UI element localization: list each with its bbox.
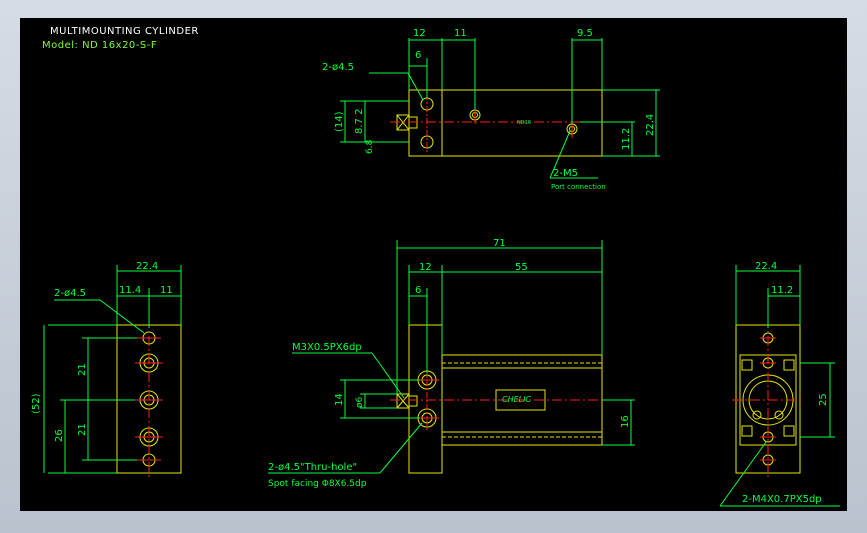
top-body	[441, 89, 603, 157]
right-dim-25: 25	[818, 393, 829, 406]
left-dim-11: 11	[160, 285, 173, 296]
left-hole-label: 2-ø4.5	[54, 288, 86, 299]
top-dim-22-4: 22.4	[645, 114, 656, 136]
technical-drawing: 12 11 9.5 6 2-ø4.5 (14) 8.7 2 6.8 11.2 2…	[31, 28, 840, 507]
top-port-note: Port connection	[551, 183, 606, 191]
left-dim-26: 26	[54, 429, 65, 442]
front-dim-71: 71	[493, 238, 506, 249]
left-dim-52: (52)	[31, 393, 42, 414]
front-dim-14: 14	[334, 393, 345, 406]
front-logo-text: CHELIC	[502, 395, 531, 404]
top-dim-11: 11	[454, 28, 467, 39]
front-hole-label: 2-ø4.5"Thru-hole"	[268, 462, 357, 473]
front-dim-16: 16	[620, 415, 631, 428]
left-view: 22.4 11.4 11 2-ø4.5 (52) 26 21 21	[31, 261, 182, 478]
top-view: 12 11 9.5 6 2-ø4.5 (14) 8.7 2 6.8 11.2 2…	[322, 28, 660, 191]
cad-drawing-canvas[interactable]: MULTIMOUNTING CYLINDER Model: ND 16x20-S…	[20, 18, 847, 511]
top-dim-8-7-2: 8.7 2	[354, 109, 365, 134]
right-tap-label: 2-M4X0.7PX5dp	[742, 494, 822, 505]
drawing-title: MULTIMOUNTING CYLINDER	[50, 26, 199, 37]
front-spot-label: Spot facing Φ8X6.5dp	[268, 479, 367, 489]
front-dim-6: 6	[415, 285, 421, 296]
top-hole-label: 2-ø4.5	[322, 62, 354, 73]
top-dim-12: 12	[413, 28, 426, 39]
top-dim-14: (14)	[334, 111, 345, 132]
front-dim-12: 12	[419, 262, 432, 273]
left-dim-21a: 21	[77, 363, 88, 376]
top-dim-11-2: 11.2	[621, 128, 632, 150]
top-rod-mark: ND16	[517, 120, 531, 126]
model-label: Model: ND 16x20-S-F	[42, 40, 158, 51]
right-dim-22-4: 22.4	[755, 261, 777, 272]
front-dim-phi6: ø6	[355, 396, 365, 408]
top-dim-9-5: 9.5	[577, 28, 593, 39]
front-flange	[408, 324, 443, 474]
right-view: 22.4 11.2 25 2-M4X0.7PX5dp	[719, 261, 840, 507]
front-logo-label	[495, 389, 546, 411]
left-dim-21b: 21	[77, 423, 88, 436]
front-dim-55: 55	[515, 262, 528, 273]
right-dim-11-2: 11.2	[771, 285, 793, 296]
front-view: 71 12 55 6 M3X0.5PX6dp 14 ø6 16 2-ø4.5"T…	[268, 238, 635, 489]
top-dim-6: 6	[415, 50, 421, 61]
top-flange	[408, 89, 443, 157]
left-dim-11-4: 11.4	[119, 285, 141, 296]
left-dim-22-4: 22.4	[136, 261, 158, 272]
top-dim-6-8: 6.8	[365, 139, 375, 154]
top-port-label: 2-M5	[553, 168, 578, 179]
front-thread-label: M3X0.5PX6dp	[292, 342, 362, 353]
